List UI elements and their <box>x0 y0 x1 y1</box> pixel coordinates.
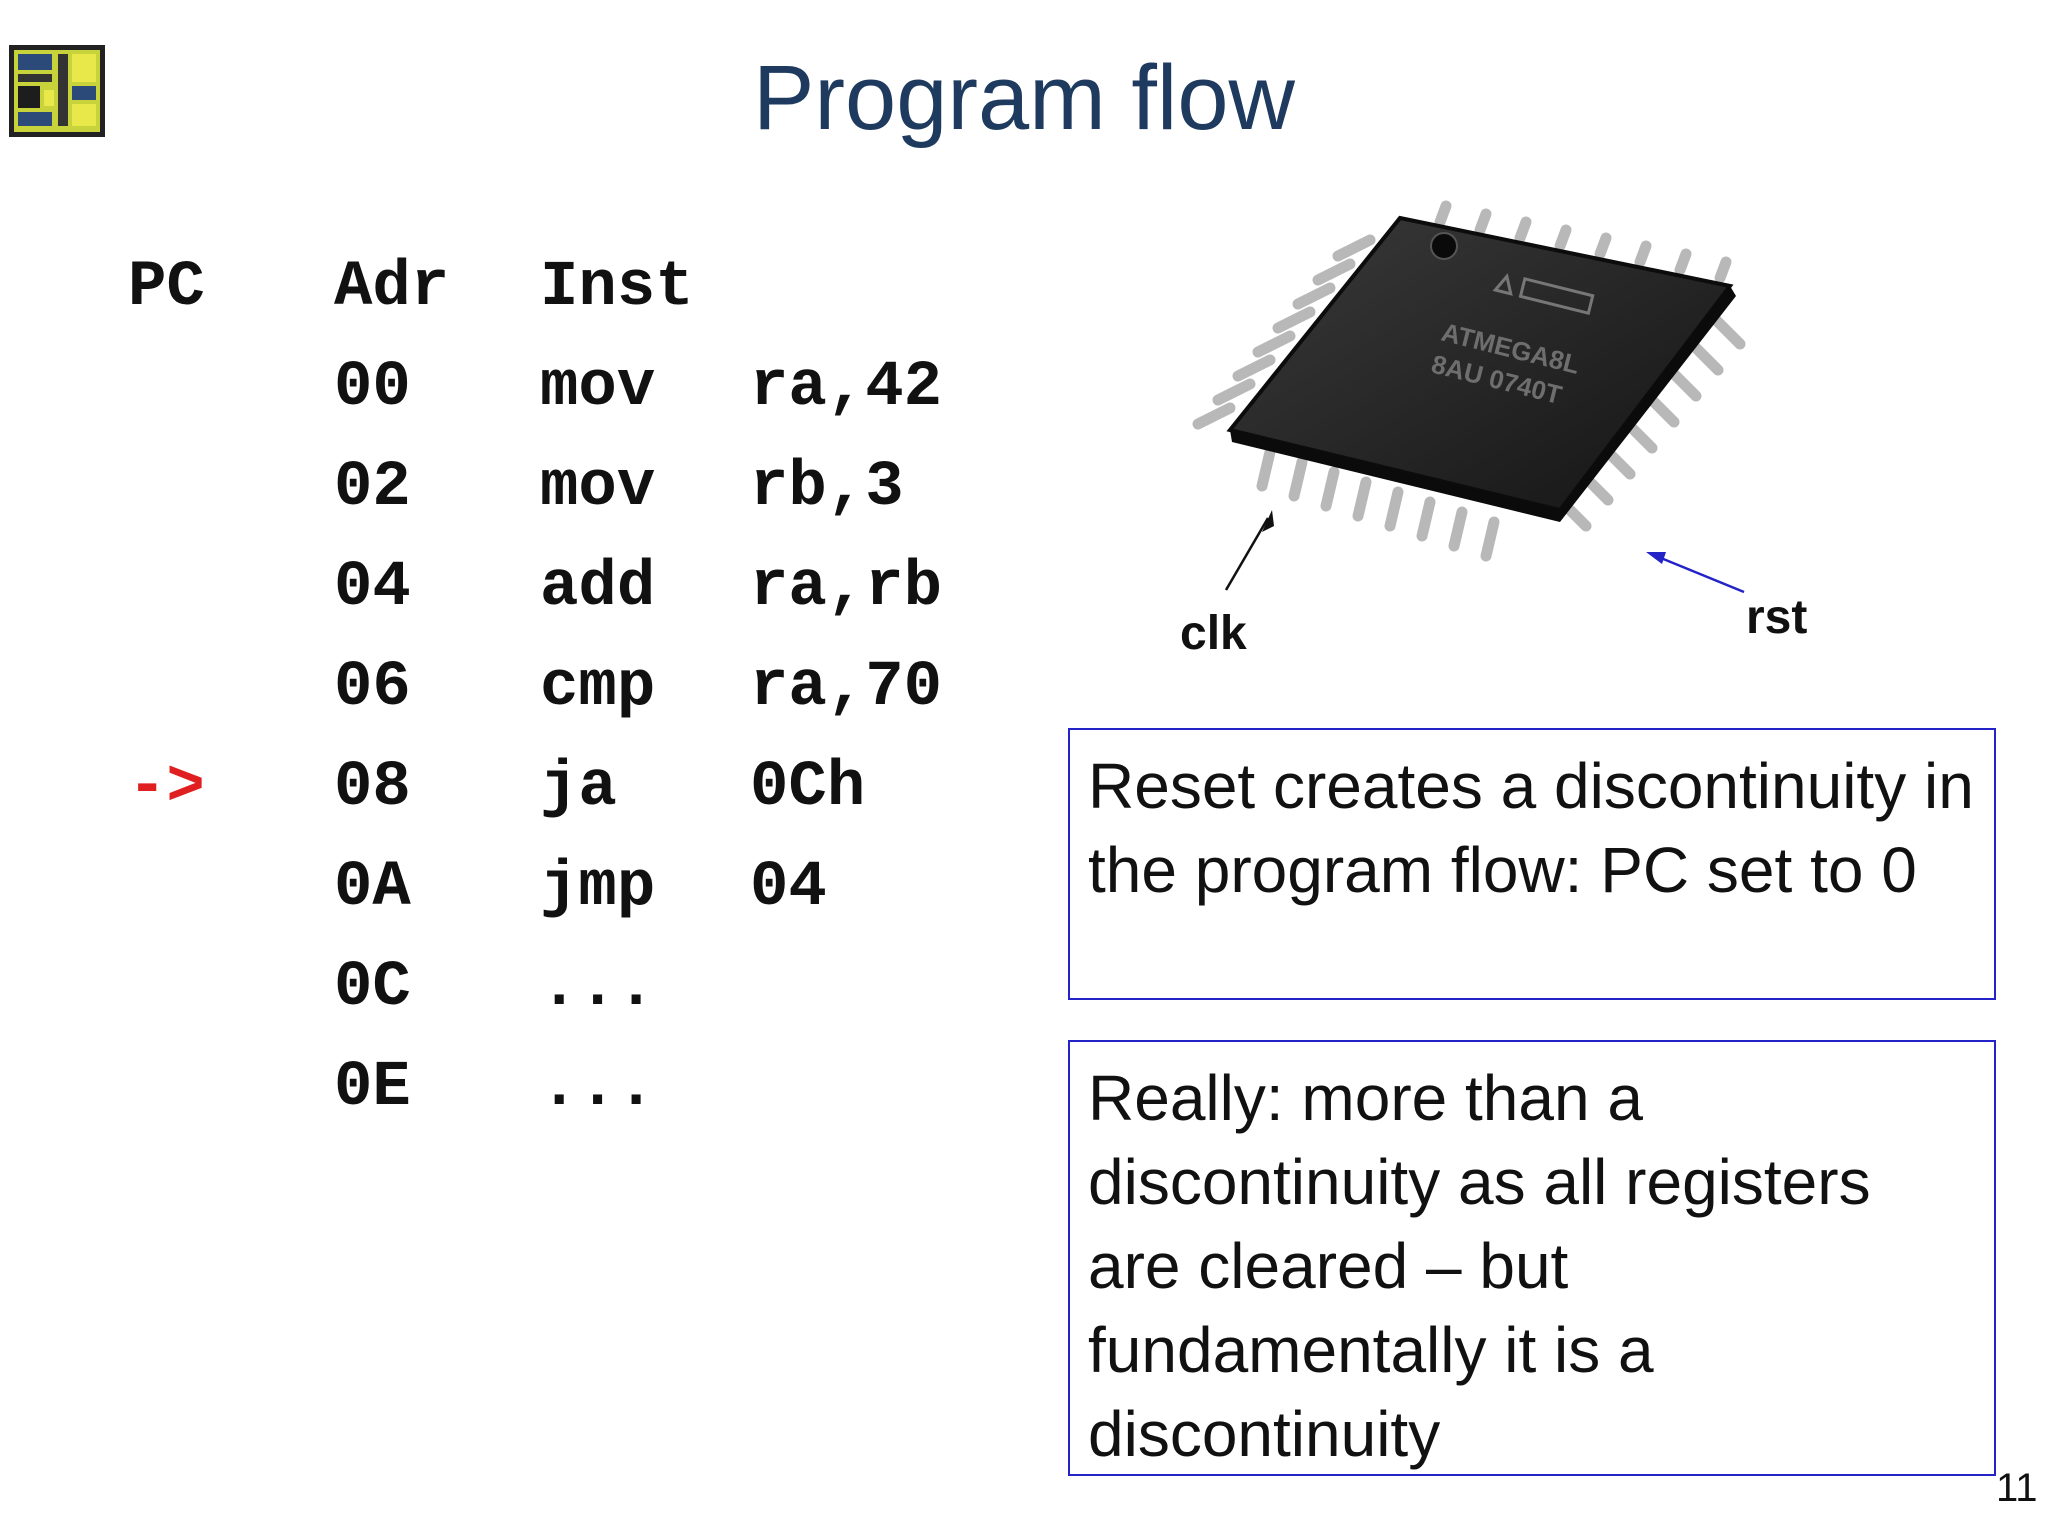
row-1-op: mov <box>540 452 656 524</box>
rst-label: rst <box>1746 591 1808 644</box>
row-2-op: add <box>540 552 656 624</box>
microcontroller-chip: ATMEGA8L 8AU 0740T clk rst <box>1140 200 1820 670</box>
row-3-adr: 06 <box>334 652 411 724</box>
row-6-adr: 0C <box>334 952 411 1024</box>
row-6-op: ... <box>540 952 656 1024</box>
row-3-op: cmp <box>540 652 656 724</box>
pc-marker: -> <box>128 752 205 824</box>
row-5-adr: 0A <box>334 852 411 924</box>
row-2-adr: 04 <box>334 552 411 624</box>
reset-note-box: Reset creates a discontinuity in the pro… <box>1068 728 1996 1000</box>
slide-title: Program flow <box>753 47 1295 149</box>
row-0-arg: ra,42 <box>750 352 943 424</box>
row-2-arg: ra,rb <box>750 552 943 624</box>
header-inst: Inst <box>540 252 694 324</box>
chip-illustration: ATMEGA8L 8AU 0740T <box>1192 200 1746 594</box>
row-5-op: jmp <box>540 852 656 924</box>
row-4-op: ja <box>540 752 617 824</box>
registers-note-box: Really: more than a discontinuity as all… <box>1068 1040 1996 1476</box>
page-number: 11 <box>1996 1466 2038 1510</box>
row-4-arg: 0Ch <box>750 752 866 824</box>
row-0-op: mov <box>540 352 656 424</box>
row-3-arg: ra,70 <box>750 652 943 724</box>
row-1-adr: 02 <box>334 452 411 524</box>
row-1-arg: rb,3 <box>750 452 904 524</box>
row-0-adr: 00 <box>334 352 411 424</box>
clk-label: clk <box>1180 607 1247 660</box>
row-7-op: ... <box>540 1052 656 1124</box>
chip-logo-icon <box>9 45 105 137</box>
row-4-adr: 08 <box>334 752 411 824</box>
row-5-arg: 04 <box>750 852 827 924</box>
row-7-adr: 0E <box>334 1052 411 1124</box>
header-pc: PC <box>128 252 205 324</box>
header-adr: Adr <box>334 252 450 324</box>
